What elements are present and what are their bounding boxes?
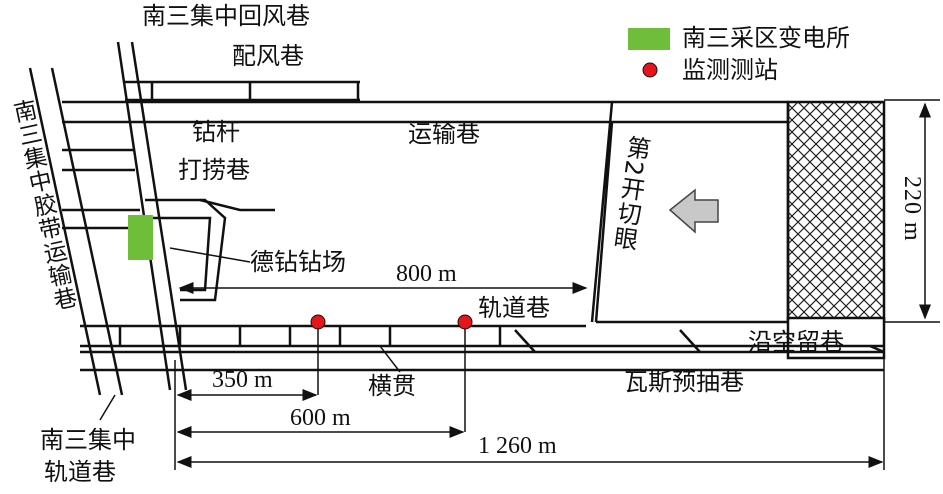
legend-station-label: 监测测站: [682, 56, 778, 84]
air-dist-label: 配风巷: [232, 42, 304, 70]
cross-cuts: [118, 326, 502, 346]
transport-label: 运输巷: [408, 120, 480, 148]
air-distribution-roadway: [125, 80, 360, 102]
leader-rail: [99, 394, 116, 421]
main-rail-label-1: 南三集中: [40, 426, 136, 454]
transport-roadway: [62, 100, 788, 124]
station-marker-1260: [457, 314, 473, 330]
leader-drill: [169, 247, 251, 263]
leader-cross: [379, 345, 401, 373]
substation-marker: [128, 215, 153, 260]
fishing-label: 打捞巷: [178, 156, 250, 184]
cross-label: 横贯: [368, 372, 416, 400]
goaf-area: [786, 100, 886, 322]
drill-rod-label: 钻杆: [192, 118, 240, 146]
legend-substation-label: 南三采区变电所: [682, 24, 850, 52]
station-marker-600: [310, 314, 326, 330]
main-rail-label-2: 轨道巷: [44, 458, 116, 486]
dim-1260-label: 1 260 m: [478, 433, 557, 459]
gas-drainage-roadway: [80, 350, 884, 372]
gas-label: 瓦斯预抽巷: [624, 368, 744, 396]
dim-600-label: 600 m: [290, 405, 351, 431]
return-air-label: 南三集中回风巷: [142, 2, 310, 30]
legend-station-dot: [642, 62, 658, 78]
dim-350-label: 350 m: [212, 367, 273, 393]
drill-site-label: 德钻钻场: [250, 248, 346, 276]
panel-outline: [590, 101, 790, 323]
belt-roadway: [28, 67, 124, 396]
dim-220-label: 220 m: [899, 176, 925, 242]
rail-roadway: [80, 324, 884, 348]
legend-substation-swatch: [628, 28, 670, 50]
advance-arrow-icon: [668, 188, 719, 234]
rail-label: 轨道巷: [478, 294, 550, 322]
dim-800-label: 800 m: [396, 261, 457, 287]
gob-side-label: 沿空留巷: [748, 328, 844, 356]
